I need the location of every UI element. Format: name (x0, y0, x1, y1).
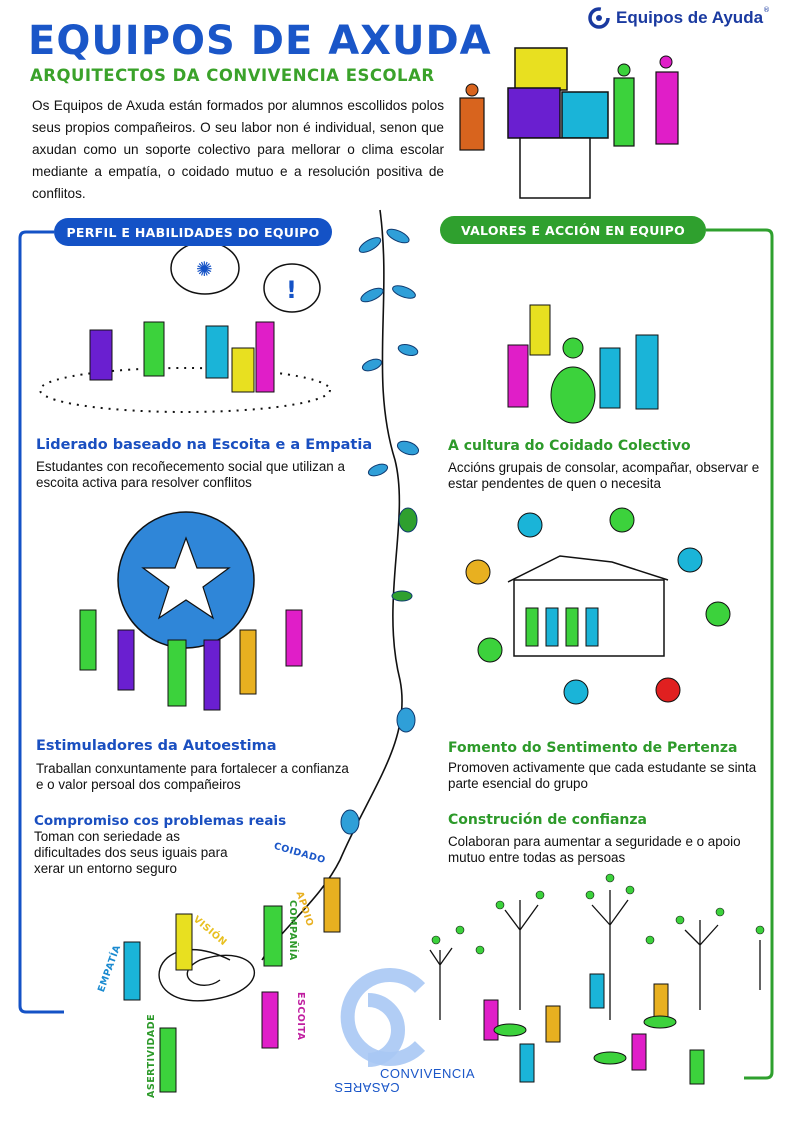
central-vine (261, 209, 403, 961)
left-item-heading-3: Compromiso cos problemas reais (34, 813, 287, 829)
right-item-text-3: Colaboran para aumentar a seguridade e o… (448, 834, 741, 865)
left-item-text-2: Traballan conxuntamente para fortalecer … (36, 761, 349, 792)
left-item-heading-1: Liderado baseado na Escoita e a Empatia (36, 437, 373, 453)
brand-logo: Equipos de Ayuda ® (588, 4, 770, 32)
right-item-text-1: Accións grupais de consolar, acompañar, … (448, 460, 760, 491)
value-word-escoita: ESCOITA (295, 992, 306, 1041)
trees-scene (429, 890, 761, 1020)
right-item-heading-3: Construción de confianza (448, 812, 647, 828)
blocks-figures (459, 47, 679, 199)
left-item-heading-2: Estimuladores da Autoestima (36, 738, 277, 754)
section-label-values: VALORES E ACCIÓN EN EQUIPO (440, 216, 706, 244)
page-subtitle: ARQUITECTOS DA CONVIVENCIA ESCOLAR (30, 66, 435, 85)
brand-logo-text: Equipos de Ayuda (616, 8, 764, 27)
tree-leaves (431, 873, 765, 955)
svg-text:✺: ✺ (196, 257, 213, 281)
right-item-text-2: Promoven activamente que cada estudante … (448, 760, 757, 791)
page-title: EQUIPOS DE AXUDA (28, 18, 492, 64)
brand-logo-registered: ® (763, 6, 771, 14)
footer-logo-line1: CONVIVENCIA (380, 1066, 476, 1081)
values-figures (123, 877, 341, 1093)
caring-group (507, 304, 659, 424)
right-item-heading-2: Fomento do Sentimento de Pertenza (448, 740, 738, 756)
left-item-text-1: Estudantes con recoñecemento social que … (36, 459, 345, 490)
brand-logo-icon (588, 7, 610, 29)
left-item-text-3: Toman con seriedade as dificultades dos … (34, 829, 228, 876)
svg-text:!: ! (286, 276, 297, 304)
value-word-compania: COMPAÑÍA (287, 900, 298, 961)
left-bracket-line (18, 230, 64, 1014)
value-word-asertividade: ASERTIVIDADE (146, 1013, 157, 1098)
footer-logo-mark (340, 968, 426, 1067)
house-group (465, 507, 731, 705)
footer-logo-line2: CASARES (334, 1080, 400, 1095)
seated-group: ! ✺ (39, 241, 331, 413)
star-globe-group (79, 511, 303, 711)
right-item-heading-1: A cultura do Coidado Colectivo (448, 438, 691, 454)
section-label-profile: PERFIL E HABILIDADES DO EQUIPO (54, 218, 332, 246)
intro-paragraph: Os Equipos de Axuda están formados por a… (32, 98, 444, 201)
tables-figures (483, 973, 705, 1085)
right-bracket-line (706, 228, 774, 1080)
vine-leaves (340, 228, 420, 835)
